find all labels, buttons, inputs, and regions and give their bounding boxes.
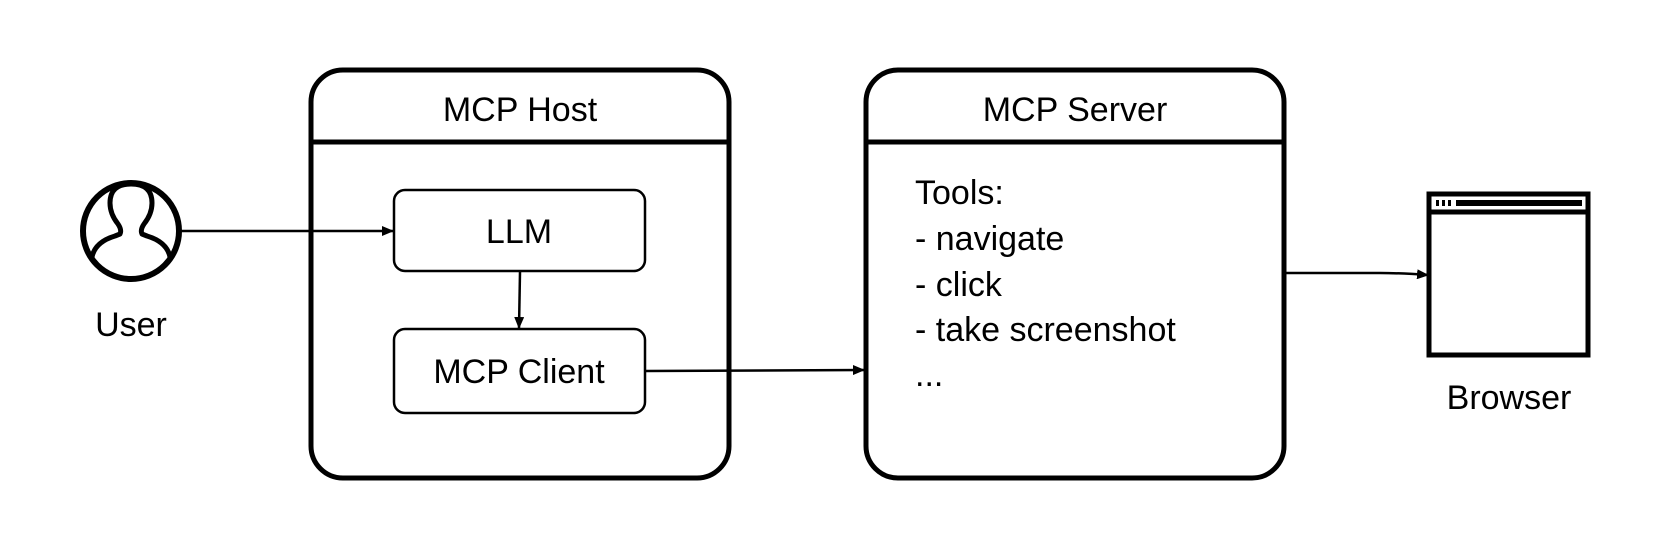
mcp-server-title: MCP Server [983,91,1168,129]
mcp-server-box [863,67,1287,481]
browser-address-bar [1456,200,1582,206]
browser-dot-icon [1448,200,1451,206]
arrow-server-to-browser [1286,269,1429,280]
user-icon-circle [80,180,182,282]
llm-label: LLM [486,213,552,251]
user-icon [89,181,173,260]
tools-heading: Tools: [915,174,1004,212]
user-label: User [95,306,167,344]
llm-box [392,188,647,273]
tool-item: - take screenshot [915,311,1176,349]
mcp-server-container: MCP Server Tools: - navigate - click - t… [863,67,1287,481]
arrow-llm-to-client [514,271,525,329]
mcp-client-label: MCP Client [433,353,605,391]
browser-window-icon [1426,191,1591,358]
browser-dot-icon [1436,200,1439,206]
browser-label: Browser [1447,379,1572,417]
mcp-host-title: MCP Host [443,91,598,129]
tool-item: ... [915,356,943,394]
mcp-client-box [392,327,647,415]
user-node: User [80,180,182,344]
tool-item: - navigate [915,220,1064,258]
browser-node: Browser [1426,191,1591,417]
tool-item: - click [915,266,1003,304]
browser-dot-icon [1442,200,1445,206]
arrow-client-to-server [645,365,865,376]
